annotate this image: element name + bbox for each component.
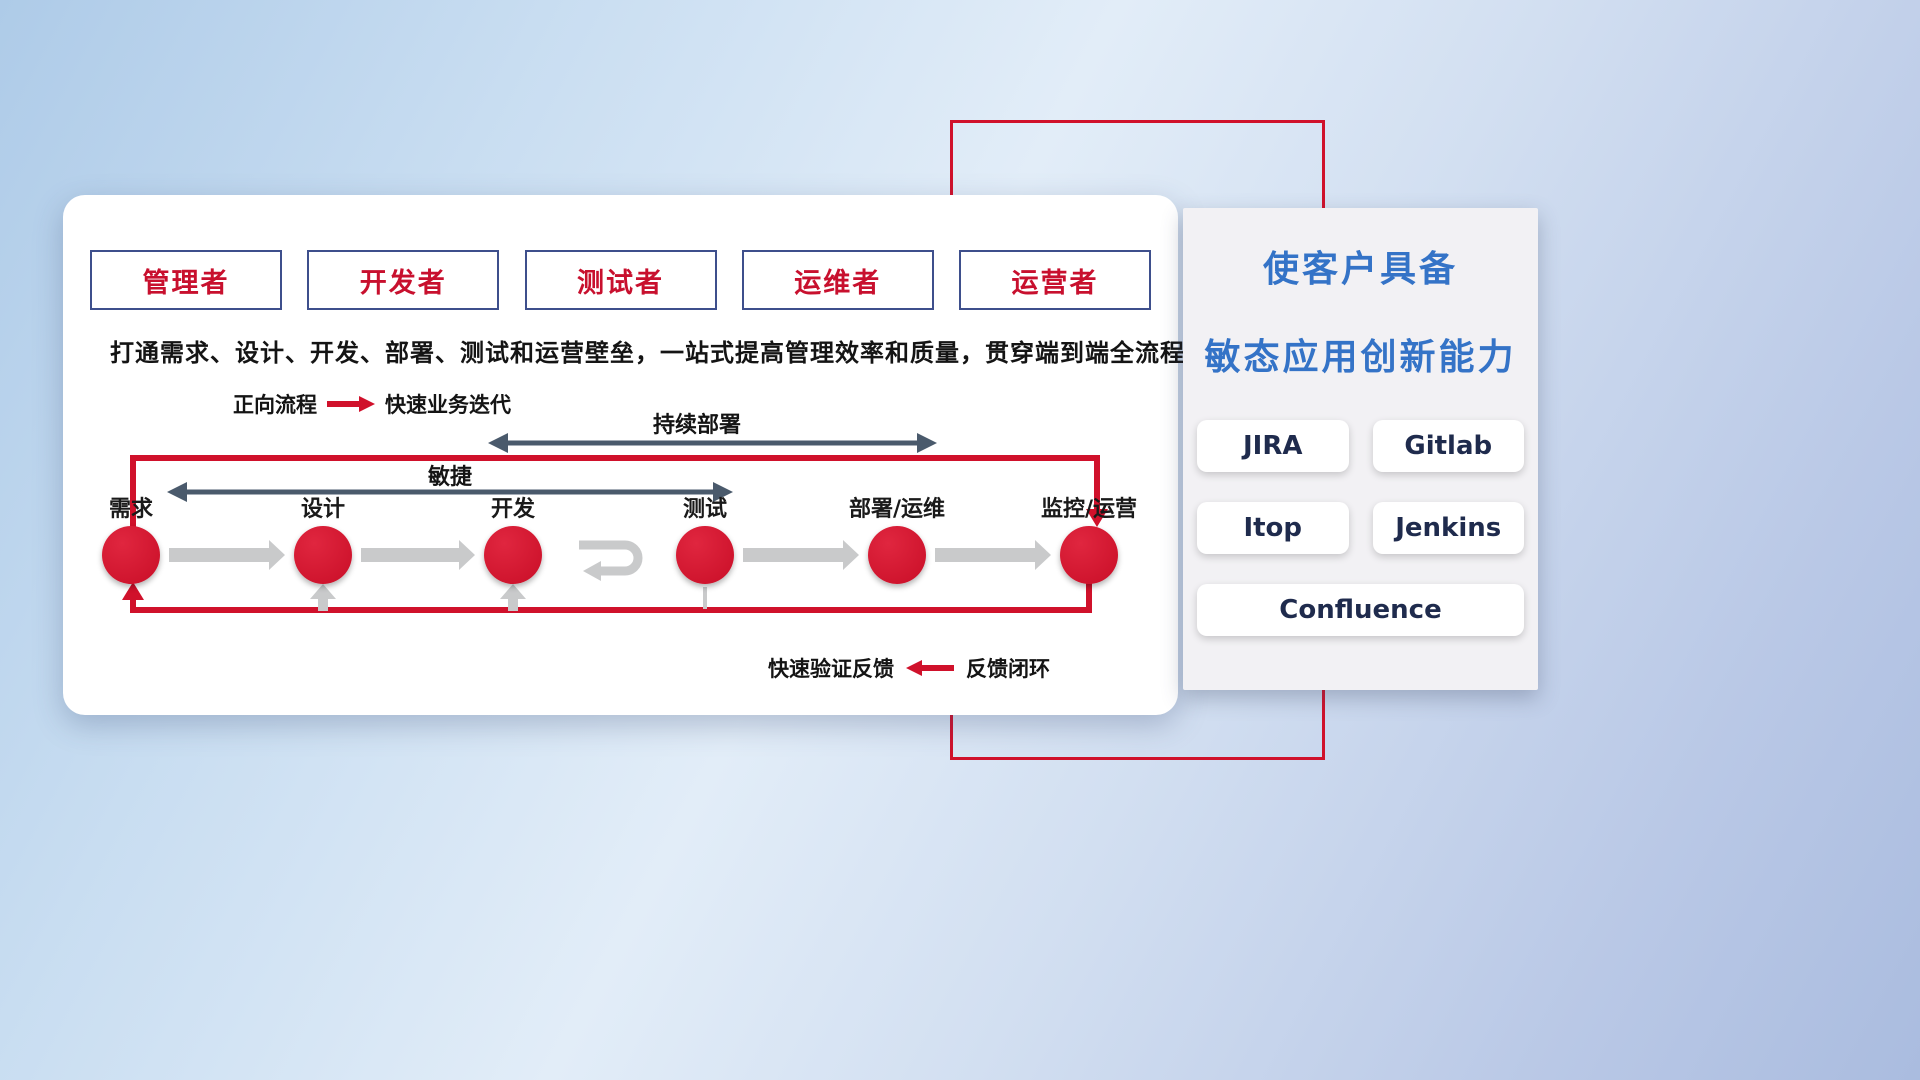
legend-forward-value: 快速业务迭代 — [385, 393, 511, 417]
workflow-panel: 管理者 开发者 测试者 运维者 运营者 打通需求、设计、开发、部署、测试和运营壁… — [63, 195, 1185, 715]
role-box-developer: 开发者 — [307, 250, 500, 310]
role-label: 管理者 — [142, 267, 230, 299]
feedback-arrow-icon — [906, 660, 954, 676]
tool-badge-itop: Itop — [1197, 502, 1349, 554]
role-label: 运维者 — [794, 267, 882, 299]
stage-node-design — [294, 526, 352, 584]
tool-badge-gitlab: Gitlab — [1372, 420, 1524, 472]
stage-node-requirements — [102, 526, 160, 584]
iteration-icon — [579, 540, 643, 581]
legend-feedback-label: 快速验证反馈 — [768, 657, 894, 681]
loop-bottom-arrow — [122, 582, 1092, 613]
stage-label-development: 开发 — [490, 497, 535, 522]
role-label: 运营者 — [1011, 267, 1099, 299]
stage-node-development — [484, 526, 542, 584]
stage-label-testing: 测试 — [682, 497, 727, 522]
loop-top-arrow — [130, 455, 1108, 528]
stage-label-design: 设计 — [300, 497, 345, 522]
legend-forward-label: 正向流程 — [233, 393, 317, 417]
forward-arrow-icon — [327, 396, 375, 412]
role-box-tester: 测试者 — [524, 250, 717, 310]
agile-label: 敏捷 — [427, 465, 472, 490]
role-box-manager: 管理者 — [90, 250, 282, 310]
stage-node-deploy-ops — [868, 526, 926, 584]
stage-label-requirements: 需求 — [108, 497, 153, 522]
agile-arrow — [167, 482, 733, 502]
tools-grid: JIRA Gitlab Itop Jenkins Confluence — [1197, 420, 1524, 636]
tool-badge-jira: JIRA — [1197, 420, 1349, 472]
role-label: 开发者 — [359, 267, 447, 299]
legend-feedback: 快速验证反馈 反馈闭环 — [768, 653, 1050, 683]
panel-title-line1: 使客户具备 — [1262, 249, 1458, 290]
tool-badge-jenkins: Jenkins — [1372, 502, 1524, 554]
stage-label-monitor-ops: 监控/运营 — [1040, 497, 1138, 522]
continuous-deploy-arrow — [488, 433, 937, 453]
panel-title-line2: 敏态应用创新能力 — [1204, 337, 1517, 378]
tool-badge-confluence: Confluence — [1197, 584, 1524, 636]
stage-node-testing — [676, 526, 734, 584]
roles-row: 管理者 开发者 测试者 运维者 运营者 — [90, 250, 1151, 310]
role-box-operator: 运营者 — [959, 250, 1151, 310]
legend-forward: 正向流程 快速业务迭代 — [233, 389, 511, 419]
flow-diagram — [122, 433, 1108, 613]
workflow-description: 打通需求、设计、开发、部署、测试和运营壁垒，一站式提高管理效率和质量，贯穿端到端… — [110, 339, 1185, 367]
stage-arrow — [169, 540, 1051, 570]
role-box-ops: 运维者 — [741, 250, 934, 310]
stage-node-monitor-ops — [1060, 526, 1118, 584]
stage-label-deploy-ops: 部署/运维 — [848, 497, 946, 522]
capability-panel: 使客户具备 敏态应用创新能力 JIRA Gitlab Itop Jenkins … — [1183, 208, 1538, 690]
feedback-up-arrow — [310, 584, 707, 611]
role-label: 测试者 — [577, 267, 664, 299]
continuous-deploy-label: 持续部署 — [652, 413, 741, 438]
legend-feedback-value: 反馈闭环 — [966, 657, 1050, 681]
